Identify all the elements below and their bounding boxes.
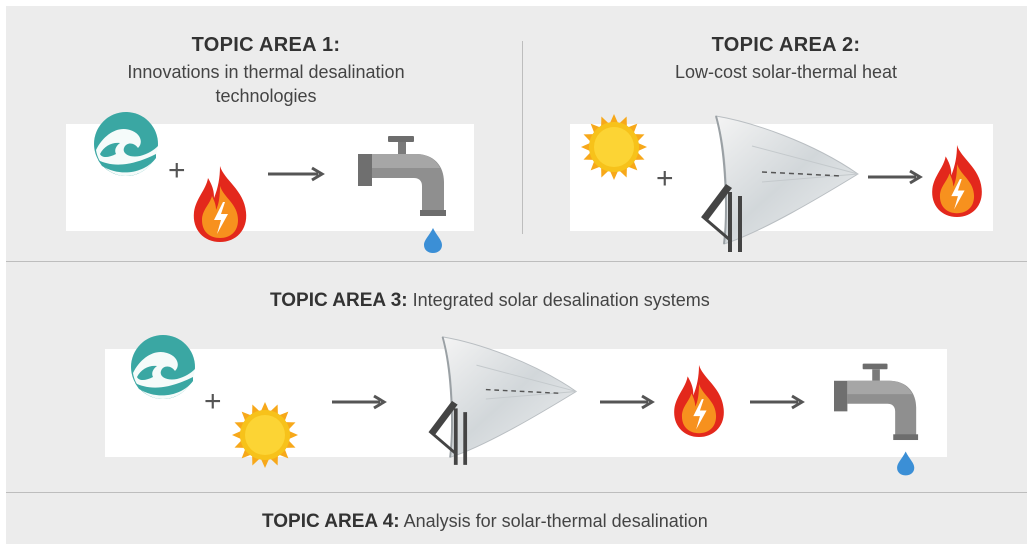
faucet-icon	[834, 363, 919, 476]
arrow-right-icon	[600, 394, 655, 410]
flame-icon	[193, 166, 247, 242]
plus-icon: +	[656, 162, 674, 195]
horizontal-divider-2	[6, 492, 1027, 493]
flame-icon	[932, 145, 982, 217]
ocean-wave-icon	[94, 112, 158, 176]
topic3-title: TOPIC AREA 3: Integrated solar desalinat…	[270, 290, 710, 312]
plus-icon: +	[168, 154, 186, 187]
topic3-subtitle: Integrated solar desalination systems	[412, 290, 710, 310]
arrow-right-icon	[268, 166, 325, 182]
arrow-right-icon	[868, 169, 923, 185]
vertical-divider	[522, 41, 523, 234]
infographic-canvas: TOPIC AREA 1: Innovations in thermal des…	[6, 6, 1027, 544]
arrow-right-icon	[332, 394, 387, 410]
faucet-icon	[358, 136, 446, 253]
plus-icon: +	[204, 385, 222, 418]
topic1-heading-block: TOPIC AREA 1: Innovations in thermal des…	[76, 34, 456, 107]
solar-trough-collector-icon	[428, 336, 578, 465]
topic2-heading-block: TOPIC AREA 2: Low-cost solar-thermal hea…	[586, 34, 986, 83]
solar-trough-collector-icon	[701, 115, 859, 252]
arrow-right-icon	[750, 394, 805, 410]
topic4-subtitle: Analysis for solar-thermal desalination	[403, 511, 708, 531]
topic4-title: TOPIC AREA 4: Analysis for solar-thermal…	[262, 511, 708, 533]
ocean-wave-icon	[131, 335, 195, 399]
horizontal-divider-1	[6, 261, 1027, 262]
topic1-subtitle-line2: technologies	[215, 86, 317, 106]
sun-icon	[232, 402, 298, 468]
topic4-heading: TOPIC AREA 4:	[262, 511, 400, 532]
topic1-subtitle-line1: Innovations in thermal desalination	[127, 62, 405, 82]
topic3-heading: TOPIC AREA 3:	[270, 290, 408, 311]
topic2-heading: TOPIC AREA 2:	[711, 34, 861, 56]
topic2-subtitle: Low-cost solar-thermal heat	[674, 62, 898, 82]
sun-icon	[581, 114, 647, 180]
topic1-heading: TOPIC AREA 1:	[191, 34, 341, 56]
flame-icon	[674, 365, 724, 437]
